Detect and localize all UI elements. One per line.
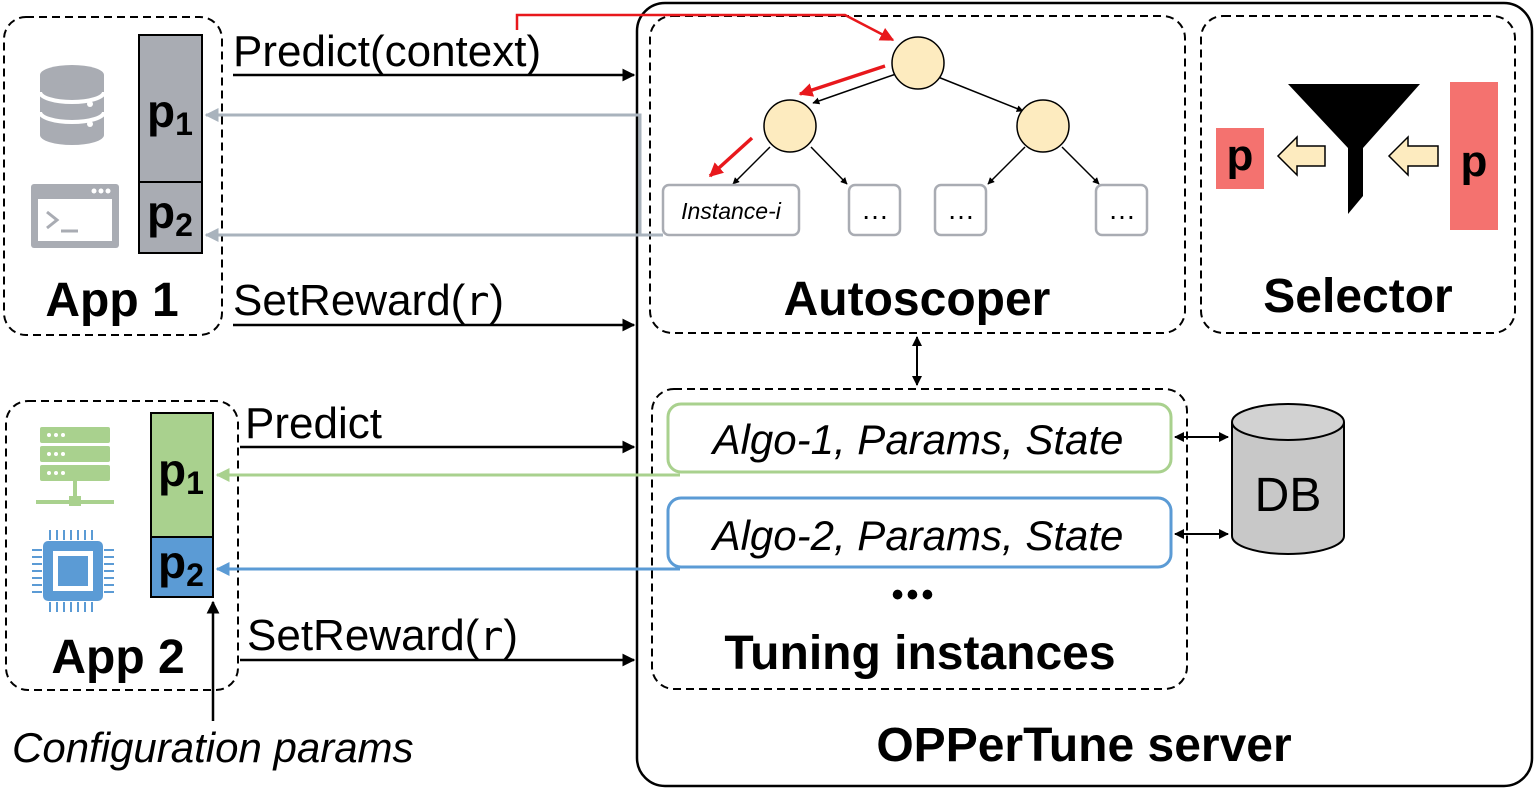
app2-param-p1 (150, 412, 214, 538)
selector-box (1200, 15, 1516, 334)
left-arrow-icon (1387, 135, 1439, 177)
cpu-chip-icon (32, 530, 114, 612)
app1-predict-label: Predict(context) (233, 27, 541, 76)
leaf-ellipsis-3 (1094, 183, 1149, 237)
left-arrow-icon (1276, 135, 1326, 177)
more-instances-ellipsis: ••• (892, 576, 937, 614)
terminal-icon (31, 184, 119, 248)
app1-param-p1 (138, 34, 203, 183)
tree-right-node (1016, 99, 1070, 153)
tuning-instance-row-2-label: Algo-2, Params, State (710, 512, 1124, 559)
selector-output-label: p (1227, 131, 1254, 180)
leaf-ellipsis-1-label: … (861, 194, 889, 225)
server-title: OPPerTune server (876, 719, 1291, 772)
db-label: DB (1255, 469, 1322, 522)
autoscoper-title: Autoscoper (784, 273, 1051, 326)
leaf-ellipsis-3-label: … (1108, 194, 1136, 225)
leaf-instance-label: Instance-i (681, 198, 782, 224)
app1-label: App 1 (45, 274, 178, 327)
tree-root-node (891, 36, 945, 90)
selector-input-label: p (1461, 137, 1488, 186)
config-params-label: Configuration params (12, 724, 414, 771)
app1-param-p2-label: p2 (147, 186, 193, 243)
app1-param-p2 (138, 181, 203, 254)
tree-left-node (763, 99, 817, 153)
leaf-ellipsis-2 (933, 183, 988, 237)
autoscoper-leaves: Instance-i … … … (661, 183, 1149, 237)
selector-input-param (1450, 82, 1498, 230)
database-icon (1231, 403, 1345, 555)
app1-box (3, 16, 223, 336)
leaf-ellipsis-2-label: … (947, 194, 975, 225)
app1-p1-return-arrow (204, 108, 642, 235)
app2-predict-label: Predict (245, 399, 382, 448)
app2-param-p1-label: p1 (158, 444, 204, 501)
app2-box (5, 400, 239, 691)
server-container (635, 1, 1534, 788)
tuning-instance-row-1 (666, 402, 1173, 474)
tuning-instances-box (651, 388, 1188, 690)
selector-output-param (1216, 128, 1264, 189)
tuning-instance-row-1-label: Algo-1, Params, State (710, 416, 1124, 463)
tuning-instances-title: Tuning instances (724, 627, 1115, 680)
autoscoper-tree-edges (732, 73, 1100, 185)
traversal-path (515, 13, 895, 178)
server-rack-icon (36, 427, 114, 506)
app2-param-p2 (150, 536, 214, 598)
app1-setreward-label: SetReward(r) (233, 276, 504, 325)
leaf-instance-i (661, 183, 801, 237)
database-icon (38, 65, 106, 145)
app1-param-p1-label: p1 (147, 85, 193, 142)
app2-setreward-label: SetReward(r) (247, 611, 518, 660)
app2-param-p2-label: p2 (158, 536, 204, 593)
app2-label: App 2 (51, 631, 184, 684)
funnel-icon (1288, 84, 1420, 214)
tuning-instance-row-2 (666, 496, 1173, 569)
autoscoper-tree-nodes (763, 36, 1070, 153)
leaf-ellipsis-1 (847, 183, 902, 237)
selector-title: Selector (1263, 270, 1452, 323)
